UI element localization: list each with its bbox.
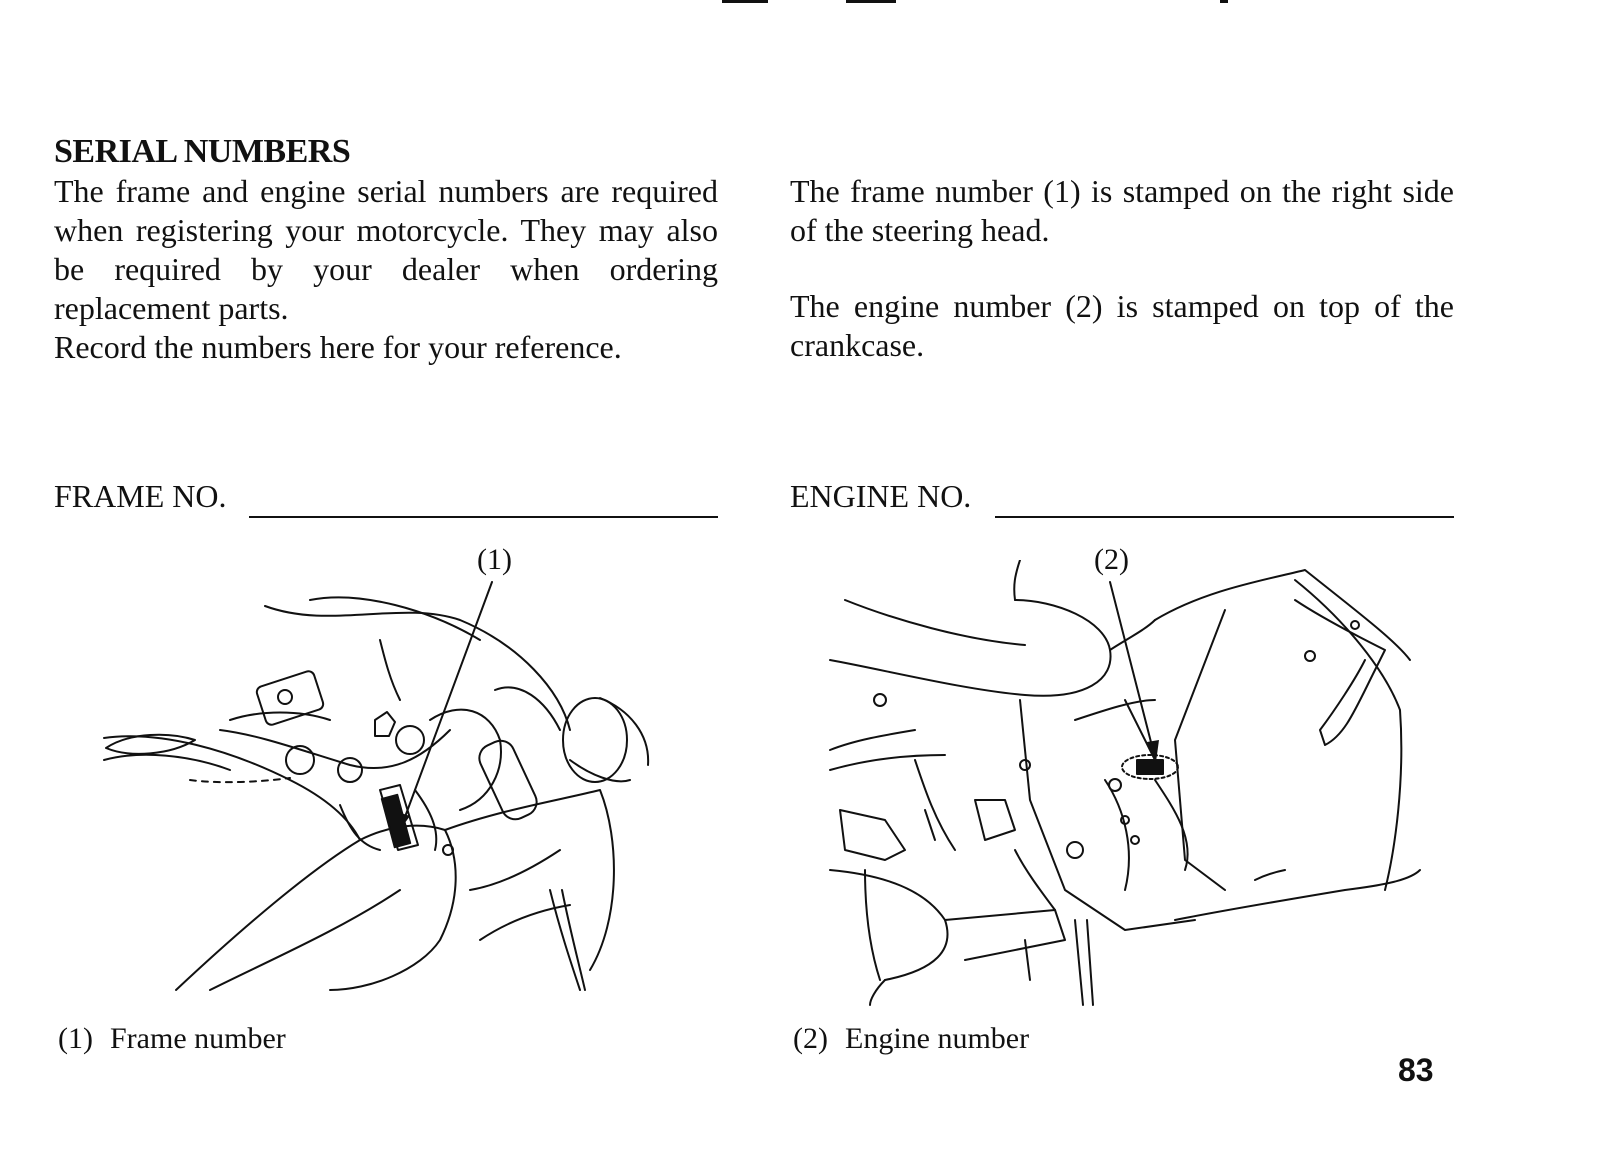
frame-caption-number: (1)	[58, 1022, 93, 1055]
top-edge-marks	[722, 0, 1228, 3]
frame-number-illustration	[103, 581, 650, 991]
engine-caption-number: (2)	[793, 1022, 828, 1055]
engine-caption: (2) Engine number	[793, 1022, 1029, 1056]
engine-number-illustration	[829, 560, 1421, 1006]
frame-callout-arrow	[401, 581, 493, 826]
frame-no-label: FRAME NO.	[54, 478, 227, 514]
frame-callout-label: (1)	[477, 543, 512, 576]
engine-callout-arrow	[1109, 581, 1154, 751]
engine-callout-label: (2)	[1094, 543, 1129, 576]
frame-no-blank-line[interactable]	[249, 516, 718, 518]
section-heading: SERIAL NUMBERS	[54, 133, 351, 170]
engine-no-label: ENGINE NO.	[790, 478, 972, 514]
page-number: 83	[1398, 1052, 1434, 1088]
intro-paragraph: The frame and engine serial numbers are …	[54, 173, 718, 326]
record-paragraph: Record the numbers here for your referen…	[54, 329, 622, 365]
intro-text-block: The frame and engine serial numbers are …	[54, 172, 718, 367]
engine-caption-text: Engine number	[845, 1022, 1030, 1055]
engine-number-description: The engine number (2) is stamped on top …	[790, 288, 1454, 363]
frame-number-description: The frame number (1) is stamped on the r…	[790, 173, 1454, 248]
engine-no-blank-line[interactable]	[995, 516, 1454, 518]
frame-caption-text: Frame number	[110, 1022, 286, 1055]
frame-caption: (1) Frame number	[58, 1022, 286, 1056]
